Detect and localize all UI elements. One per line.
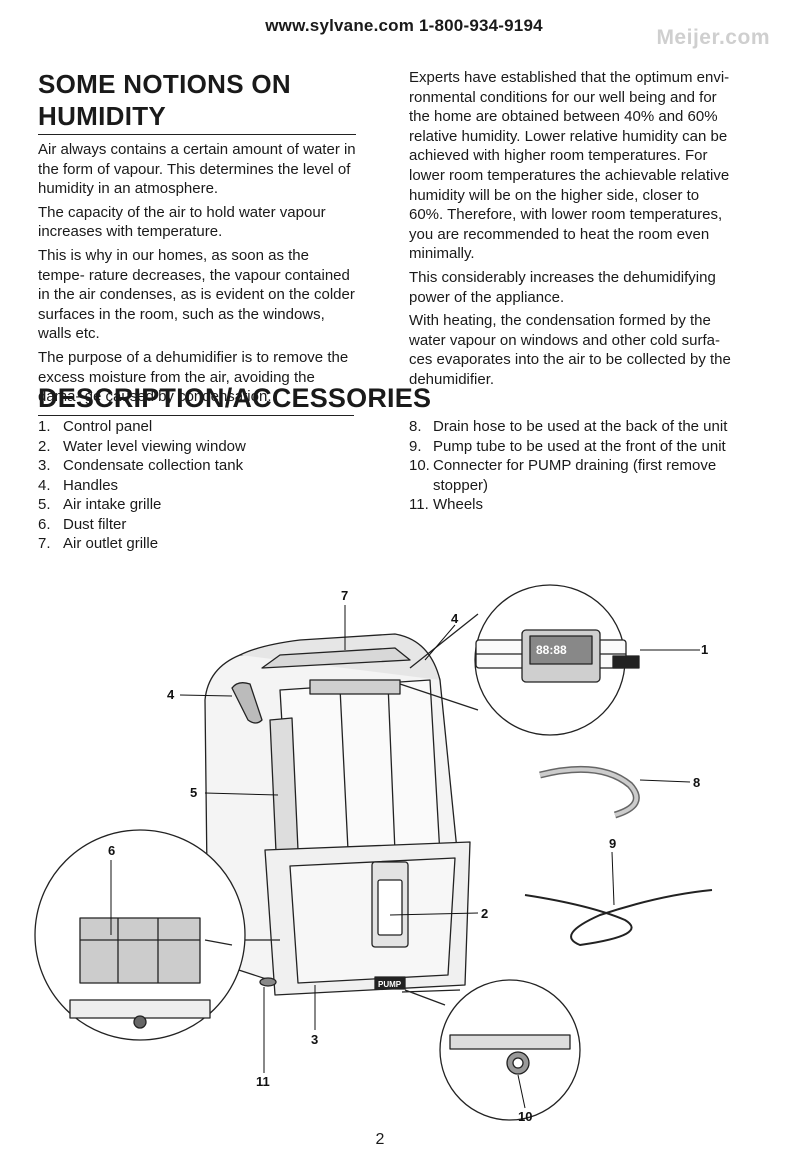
list-item: 10.Connecter for PUMP draining (first re… — [409, 457, 717, 494]
list-item: 7.Air outlet grille — [38, 535, 159, 552]
list-item: 3.Condensate collection tank — [38, 457, 244, 474]
paragraph: The purpose of a dehumidifier is to remo… — [38, 348, 349, 406]
paragraph: The capacity of the air to hold water va… — [38, 203, 326, 241]
list-item: 9.Pump tube to be used at the front of t… — [409, 437, 726, 455]
page-number: 2 — [375, 1131, 385, 1148]
section-title-humidity: SOME NOTIONS ON HUMIDITY — [38, 68, 356, 135]
accessories-list-right: 8.Drain hose to be used at the back of t… — [409, 417, 739, 515]
callout-label: 1 — [701, 642, 708, 657]
watermark-logo: Meijer.com — [656, 26, 770, 49]
list-item: 1.Control panel — [38, 418, 153, 435]
pump-badge: PUMP — [378, 980, 402, 989]
callout-label: 10 — [518, 1109, 532, 1124]
accessories-list-left: 1.Control panel 2.Water level viewing wi… — [38, 417, 246, 554]
callout-label: 2 — [481, 906, 488, 921]
callout-label: 11 — [256, 1074, 270, 1089]
callout-label: 6 — [108, 843, 115, 858]
callout-label: 9 — [609, 836, 616, 851]
paragraph: With heating, the condensation formed by… — [409, 312, 731, 388]
callout-label: 5 — [190, 785, 197, 800]
paragraph: This is why in our homes, as soon as the… — [38, 246, 355, 343]
dehumidifier-diagram: 7 4 1 4 5 8 6 9 2 3 11 10 PUMP 88:88 — [34, 584, 713, 1124]
callout-label: 4 — [167, 687, 175, 702]
list-item: 11.Wheels — [409, 496, 484, 513]
paragraph: This considerably increases the dehumidi… — [409, 268, 716, 306]
panel-display: 88:88 — [536, 643, 567, 657]
paragraph: Experts have established that the optimu… — [409, 69, 730, 263]
callout-label: 3 — [311, 1032, 318, 1047]
list-item: 4.Handles — [38, 476, 119, 494]
callout-label: 4 — [451, 611, 459, 626]
list-item: 2.Water level viewing window — [38, 437, 246, 455]
right-column: Experts have established that the optimu… — [409, 68, 731, 394]
list-item: 8.Drain hose to be used at the back of t… — [409, 418, 728, 435]
left-column: SOME NOTIONS ON HUMIDITY Air always cont… — [38, 68, 356, 411]
section-title-description: DESCRIPTION/ACCESSORIES — [38, 382, 431, 416]
callout-label: 8 — [693, 775, 700, 790]
callout-label: 7 — [341, 588, 348, 603]
list-item: 6.Dust filter — [38, 515, 127, 533]
paragraph: Air always contains a certain amount of … — [38, 141, 356, 198]
list-item: 5.Air intake grille — [38, 496, 162, 513]
header-contact: www.sylvane.com 1-800-934-9194 — [265, 16, 543, 35]
